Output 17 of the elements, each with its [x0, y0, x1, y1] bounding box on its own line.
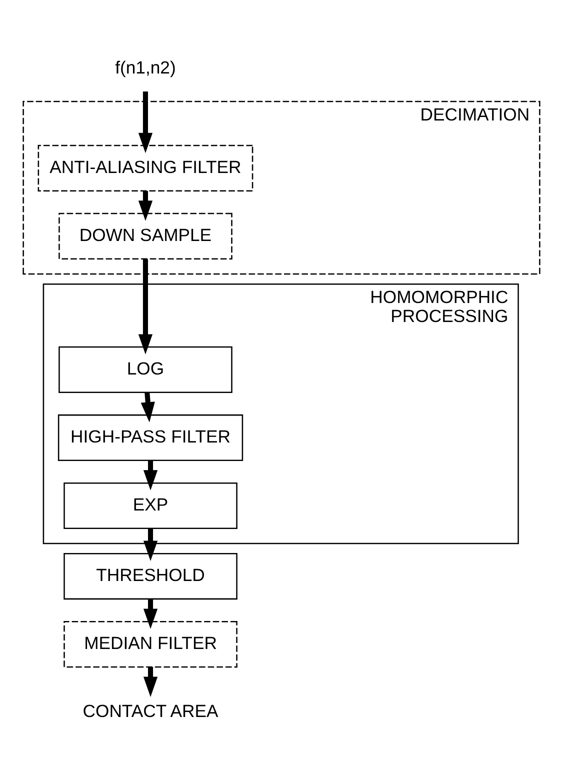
arrow — [143, 666, 158, 696]
arrow — [138, 258, 153, 354]
arrow — [143, 528, 158, 561]
node-box: HIGH-PASS FILTER — [58, 414, 244, 461]
node-box: EXP — [64, 482, 238, 529]
arrow — [138, 91, 153, 153]
arrow — [138, 190, 153, 220]
arrow — [140, 392, 155, 422]
node-text: f(n1,n2) — [115, 56, 176, 77]
arrow — [143, 598, 158, 628]
node-box: LOG — [58, 346, 232, 393]
node-box: MEDIAN FILTER — [64, 620, 238, 668]
node-box: ANTI-ALIASING FILTER — [38, 144, 254, 191]
node-box: DOWN SAMPLE — [58, 212, 232, 260]
node-box: THRESHOLD — [64, 552, 238, 600]
arrow — [143, 460, 158, 490]
node-text: CONTACT AREA — [82, 700, 218, 720]
